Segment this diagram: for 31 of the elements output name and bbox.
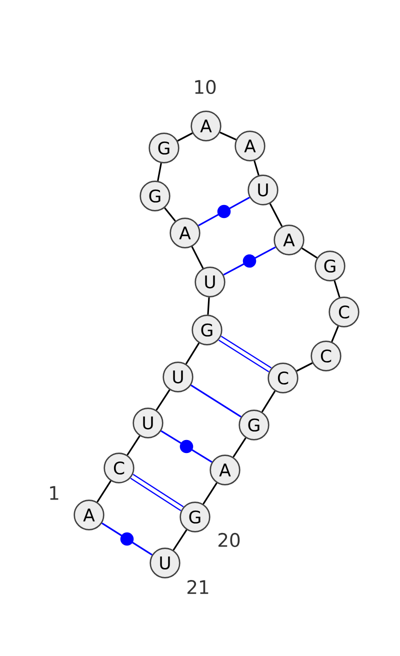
backbone-line	[254, 160, 260, 176]
backbone-line	[164, 207, 176, 222]
backbone-line	[126, 435, 140, 456]
backbone-line	[334, 280, 340, 298]
base-pair-line	[218, 336, 272, 372]
base-pair-line	[223, 246, 276, 276]
backbone-line	[261, 390, 276, 412]
backbone-line	[157, 162, 162, 182]
backbone-line	[269, 203, 283, 227]
base-pair-line	[198, 196, 250, 226]
base-pair-line	[130, 474, 184, 512]
backbone-line	[220, 132, 236, 140]
backbone-line	[232, 437, 246, 458]
position-number: 1	[50, 486, 58, 500]
backbone-line	[172, 529, 188, 551]
backbone-line	[296, 362, 313, 372]
backbone-line	[177, 132, 193, 142]
position-number: 20	[218, 532, 240, 548]
base-pair-line	[160, 430, 212, 463]
backbone-line	[207, 297, 210, 315]
backbone-line	[156, 389, 170, 411]
base-pair-line	[102, 522, 152, 556]
position-number: 21	[187, 580, 208, 594]
backbone-line	[302, 248, 318, 258]
backbone-line	[191, 246, 204, 269]
backbone-line	[185, 342, 200, 364]
backbone-line	[331, 326, 339, 342]
backbone-line	[96, 480, 112, 502]
backbone-line	[202, 482, 218, 504]
base-pair-line	[190, 384, 242, 418]
position-number: 10	[195, 80, 216, 94]
